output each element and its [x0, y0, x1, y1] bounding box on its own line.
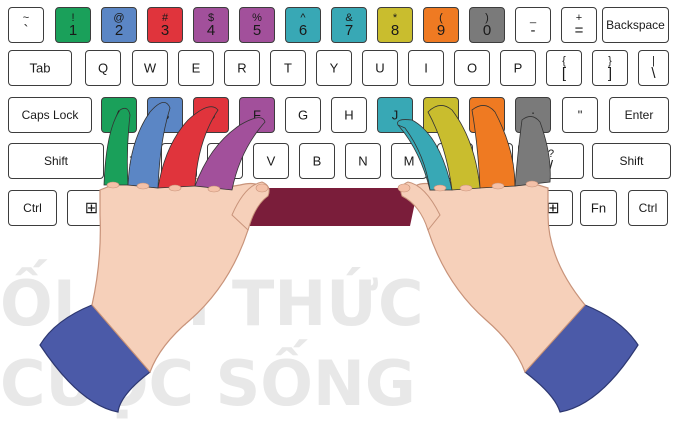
right-hand — [398, 105, 638, 412]
left-pinky-finger — [104, 108, 130, 185]
left-hand — [40, 102, 269, 412]
right-pinky-finger — [515, 116, 550, 186]
